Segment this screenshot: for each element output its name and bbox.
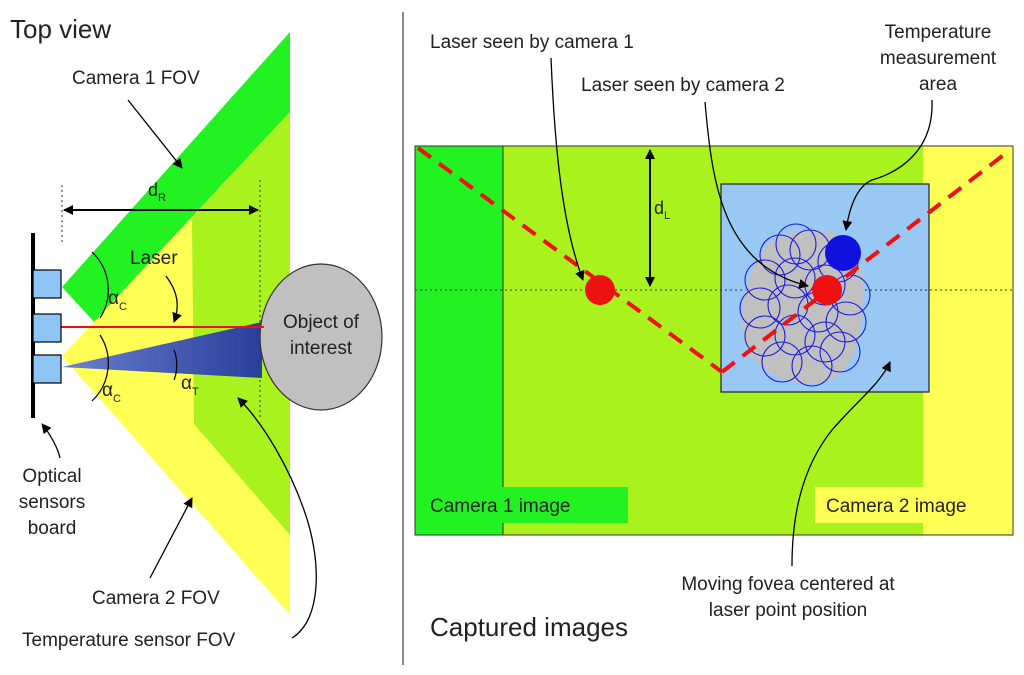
temp-sensor-fov-label: Temperature sensor FOV [22, 630, 236, 651]
temp-area-label-line2: measurement [880, 48, 997, 69]
alpha-t-label: αT [181, 373, 199, 398]
object-label-line2: interest [290, 338, 353, 359]
camera2-sensor [32, 354, 62, 384]
measurement-circle [744, 315, 786, 357]
captured-images-title: Captured images [430, 612, 628, 642]
measurement-circle [744, 259, 786, 301]
laser-label: Laser [130, 248, 178, 269]
alpha-t-arc [173, 349, 178, 381]
temperature-measurement-point [825, 235, 861, 271]
dr-label: dR [148, 180, 166, 204]
fov-overlap-region [192, 112, 290, 535]
camera2-fov-label: Camera 2 FOV [92, 588, 220, 609]
temp-area-label-line3: area [919, 74, 957, 95]
camera1-sensor [32, 269, 62, 299]
laser-point-camera2 [812, 275, 842, 305]
laser-arrow [165, 275, 182, 323]
temp-sensor-fov-arrow [237, 397, 317, 639]
board-label-line2: sensors [19, 492, 86, 513]
images-outer-border [414, 145, 1014, 536]
camera1-image-label: Camera 1 image [430, 496, 570, 517]
object-of-interest [259, 263, 383, 411]
laser-cam1-arrow [550, 57, 585, 281]
temperature-measurement-blob [741, 230, 863, 384]
laser-cam1-label: Laser seen by camera 1 [430, 32, 634, 53]
temp-area-label-line1: Temperature [885, 22, 992, 43]
camera2-fov-arrow [149, 497, 193, 579]
measurement-circle [819, 331, 861, 373]
board-arrow [41, 423, 61, 459]
laser-emitter [32, 313, 62, 343]
laser-cam2-label: Laser seen by camera 2 [581, 75, 785, 96]
measurement-circle [739, 287, 781, 329]
camera2-image-label-bg [815, 487, 1009, 523]
object-label-line1: Object of [283, 312, 360, 333]
measurement-circle [791, 345, 833, 387]
laser-point-camera1 [585, 275, 615, 305]
board-label-line1: Optical [22, 466, 81, 487]
fovea-label-line2: laser point position [709, 600, 867, 621]
top-view-panel: Top view dR Camera 1 FOV Object of inter… [10, 14, 383, 651]
camera1-fov-label: Camera 1 FOV [72, 68, 200, 89]
temp-sensor-fov-cone [62, 322, 262, 378]
camera1-image-label-bg [420, 487, 628, 523]
alpha-c-top-label: αC [108, 288, 127, 313]
alpha-c-top-arc [91, 251, 109, 319]
fovea-label-line1: Moving fovea centered at [681, 574, 895, 595]
camera2-image-label: Camera 2 image [826, 496, 966, 517]
alpha-c-bottom-arc [91, 334, 109, 402]
measurement-circle [761, 341, 803, 383]
captured-images-panel: dL Laser seen by camera 1 Laser seen by … [414, 22, 1014, 642]
top-view-title: Top view [10, 14, 111, 44]
laser-line-camera2 [720, 148, 1012, 374]
measurement-circle [775, 223, 817, 265]
measurement-circle [774, 257, 816, 299]
temp-area-arrow [842, 99, 933, 231]
camera1-fov-arrow [127, 99, 183, 169]
fovea-arrow [791, 361, 891, 567]
dl-label: dL [654, 198, 670, 222]
measurement-circle [804, 321, 846, 363]
alpha-c-bottom-label: αC [102, 380, 121, 405]
board-label-line3: board [28, 518, 77, 539]
laser-line-camera1 [416, 146, 724, 374]
laser-cam2-arrow [704, 101, 809, 289]
